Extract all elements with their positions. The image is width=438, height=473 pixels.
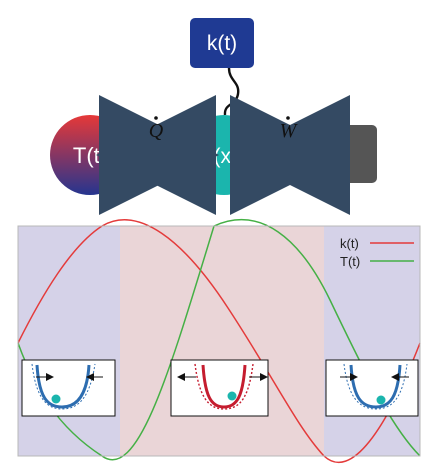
spring-constant-label: k(t) [207, 32, 237, 55]
legend-t-label: T(t) [340, 254, 360, 269]
middle-potential-curve [201, 364, 247, 409]
temperature-label: T(t) [73, 143, 107, 168]
right-inset-frame [325, 359, 419, 417]
heat-flow-dot [154, 116, 158, 120]
cycle-panel: k(t) T(t) [17, 218, 421, 463]
left-reference-curve [31, 363, 96, 410]
work-flow-dot [286, 116, 290, 120]
middle-region [120, 226, 324, 456]
left-potential-inset [21, 359, 116, 417]
right-potential-curve [349, 364, 402, 409]
right-potential-inset [325, 359, 419, 417]
internal-energy-label: U(x,t) [198, 145, 249, 168]
legend-k-label: k(t) [340, 236, 359, 251]
left-potential-curve [35, 364, 91, 409]
right-region [324, 226, 420, 456]
right-particle [376, 395, 386, 405]
t-series-line [17, 218, 421, 461]
work-flow-symbol: W [280, 120, 299, 142]
heat-flow-symbol: Q [149, 120, 164, 142]
k-series-line [17, 219, 421, 463]
top-system-diagram: k(t) T(t) U(x,t) c Q W [50, 18, 377, 215]
middle-particle [227, 391, 237, 401]
work-reservoir-label: c [340, 144, 351, 167]
panel-border [17, 225, 421, 457]
left-region [18, 226, 120, 456]
spring-coupling-line [223, 67, 240, 116]
left-particle [51, 394, 61, 404]
middle-potential-inset [170, 359, 269, 417]
spring-constant-box [190, 18, 254, 68]
right-reference-curve [343, 363, 408, 410]
